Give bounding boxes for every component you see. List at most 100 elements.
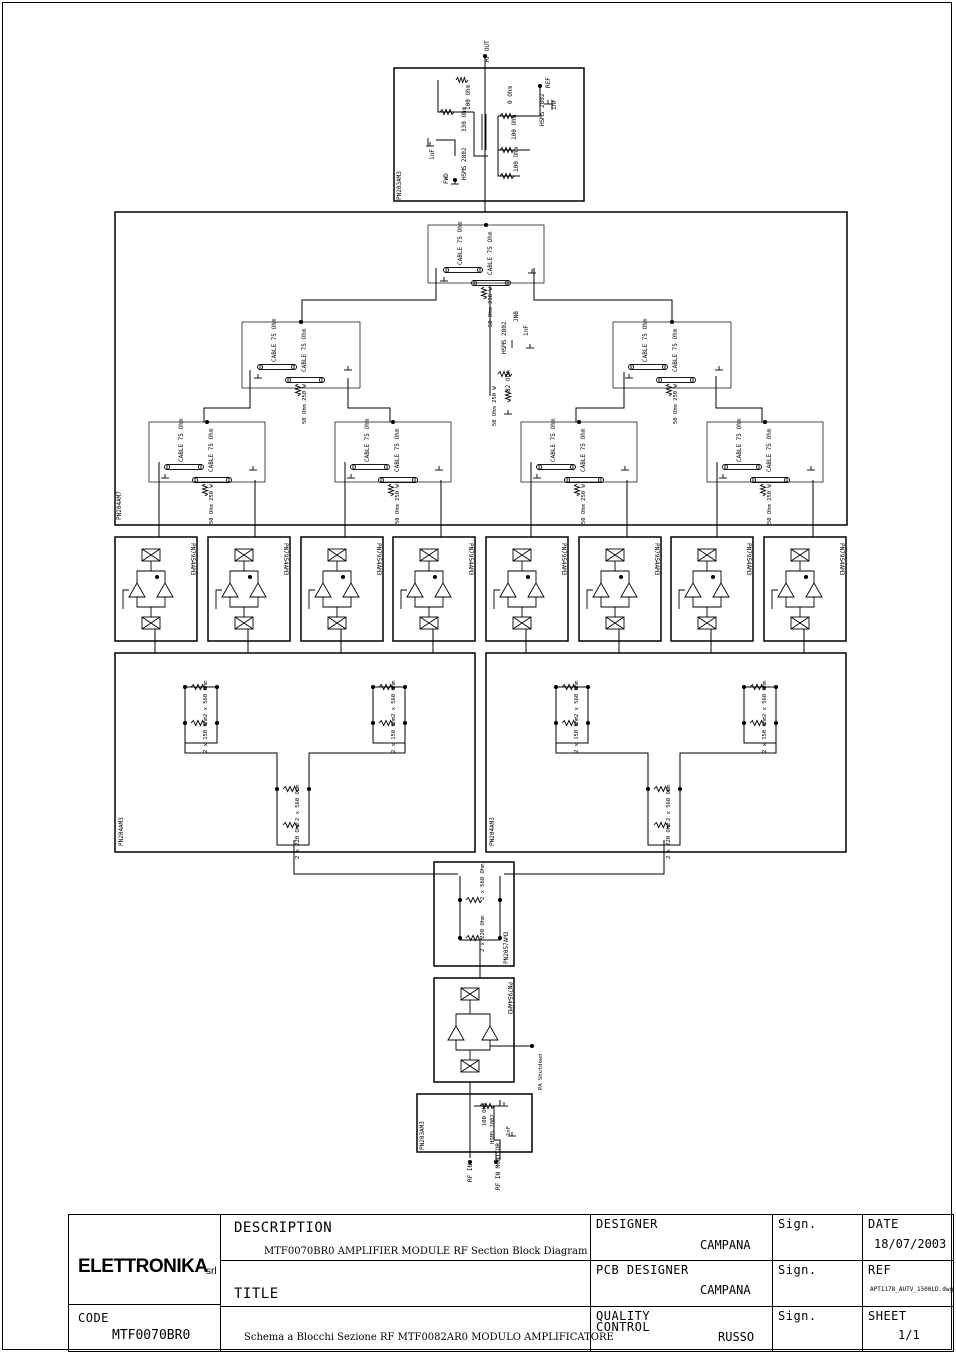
- amp-wire: [322, 561, 338, 583]
- resistor: [439, 108, 455, 116]
- date-value: 18/07/2003: [874, 1237, 947, 1251]
- resistor-label: 50 Ohm 250 W: [302, 384, 308, 424]
- ground-symbol: [544, 100, 552, 105]
- resistor: [561, 719, 579, 727]
- amplifier-triangle: [777, 582, 795, 598]
- splitter-label: 2 x 220 Ohm: [666, 822, 672, 859]
- combiner-module-part: PN204AM7: [116, 491, 123, 520]
- sign-label-1: Sign.: [778, 1217, 817, 1231]
- coax-cable: [257, 364, 297, 370]
- splitter-label: 2 x 560 Ohm: [203, 680, 209, 717]
- coax-cable: [750, 477, 790, 483]
- amp-wire: [586, 589, 593, 609]
- designer-label: DESIGNER: [596, 1217, 658, 1231]
- designer-value: CAMPANA: [700, 1238, 751, 1252]
- wire: [473, 112, 488, 157]
- center-splitter-part: PN2057AM3: [503, 931, 510, 964]
- sheet-value: 1/1: [898, 1328, 920, 1342]
- sign-label-3: Sign.: [778, 1309, 817, 1323]
- rf-out-terminal: [482, 53, 488, 59]
- amplifier-module-7: [670, 536, 754, 642]
- wire: [493, 1106, 501, 1160]
- connector-label: JNB: [513, 311, 520, 322]
- splitter-label: 2 x 560 Ohm: [295, 784, 301, 821]
- schematic-label: CABLE 75 Ohm: [487, 231, 494, 275]
- resistor: [282, 785, 300, 793]
- amplifier-part: PN7954AM3: [745, 543, 752, 576]
- coax-cable: [656, 377, 696, 383]
- bias-node: [803, 574, 809, 580]
- splitter-label: 2 x 220 Ohm: [295, 822, 301, 859]
- wire: [436, 139, 456, 156]
- combiner-node: [390, 419, 396, 425]
- junction-dot: [457, 897, 463, 903]
- bias-node: [247, 574, 253, 580]
- amplifier-triangle: [314, 582, 332, 598]
- schematic-label: CABLE 75 Ohm: [550, 418, 557, 462]
- title-label: TITLE: [234, 1286, 279, 1302]
- amp-wire: [493, 589, 500, 609]
- resistor: [499, 172, 515, 180]
- input-coupler-module: [416, 1093, 533, 1153]
- schematic-label: FWD: [443, 173, 450, 184]
- amp-wire: [522, 570, 537, 583]
- amplifier-module-3: [300, 536, 384, 642]
- coax-cable: [536, 464, 576, 470]
- schematic-label: 100 Ohm: [465, 84, 472, 110]
- coax-cable: [722, 464, 762, 470]
- junction-dot: [402, 684, 408, 690]
- ground-symbol: [249, 466, 257, 471]
- amp-wire: [322, 597, 338, 617]
- ground-symbol: [715, 366, 723, 371]
- coax-cable: [564, 477, 604, 483]
- resistor: [749, 719, 767, 727]
- bias-node: [710, 574, 716, 580]
- coax-cable: [628, 364, 668, 370]
- amplifier-module-4: [392, 536, 476, 642]
- schematic-label: 0 Ohm: [507, 86, 514, 104]
- wire: [575, 372, 625, 422]
- quality-label-1: QUALITY: [596, 1309, 651, 1323]
- pa-shutdown-terminal: [529, 1043, 535, 1049]
- amp-wire: [229, 561, 245, 583]
- coax-cable: [378, 477, 418, 483]
- ground-symbol: [526, 344, 534, 349]
- resistor: [480, 286, 488, 300]
- schematic-label: CABLE 75 Ohm: [271, 318, 278, 362]
- amp-wire: [615, 597, 630, 608]
- resistor: [653, 821, 671, 829]
- junction-dot: [497, 935, 503, 941]
- amp-wire: [244, 570, 259, 583]
- code-value: MTF0070BR0: [112, 1328, 191, 1343]
- bias-node: [154, 574, 160, 580]
- ground-symbol: [528, 269, 536, 274]
- wire: [437, 80, 474, 113]
- wire: [308, 743, 406, 785]
- junction-dot: [370, 720, 376, 726]
- bias-node: [432, 574, 438, 580]
- pa-shutdown-label: PA Shutdown: [538, 1054, 544, 1090]
- ground-symbol: [426, 142, 434, 147]
- pcb-designer-value: CAMPANA: [700, 1283, 751, 1297]
- combiner-module: [114, 211, 848, 526]
- ground-symbol: [621, 466, 629, 471]
- amp-wire: [244, 597, 259, 608]
- wire: [347, 378, 391, 422]
- amplifier-triangle: [156, 582, 174, 598]
- logo-suffix: srl: [206, 1266, 217, 1277]
- amplifier-triangle: [249, 582, 267, 598]
- amplifier-triangle: [447, 1025, 465, 1041]
- amp-wire: [337, 597, 352, 608]
- amp-wire: [507, 561, 523, 583]
- coax-cable: [350, 464, 390, 470]
- wire: [276, 785, 310, 846]
- splitter-label: 2 x 220 Ohm: [480, 915, 486, 952]
- junction-dot: [274, 786, 280, 792]
- junction-dot: [214, 684, 220, 690]
- wire: [301, 268, 437, 322]
- resistor: [282, 821, 300, 829]
- description-value: MTF0070BR0 AMPLIFIER MODULE RF Section B…: [264, 1246, 588, 1257]
- combiner-node: [483, 222, 489, 228]
- amplifier-triangle: [481, 1025, 499, 1041]
